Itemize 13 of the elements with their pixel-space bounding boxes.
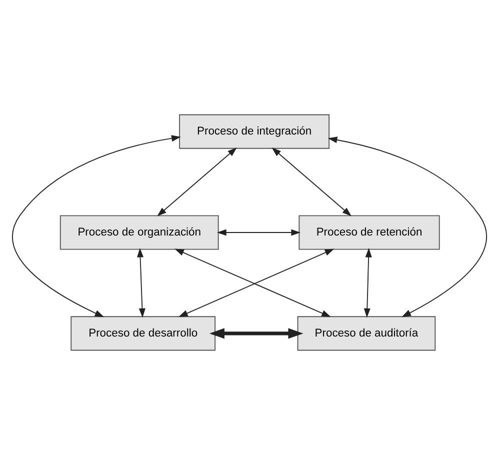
- arrow: [136, 248, 146, 318]
- node-box: Proceso de auditoría: [297, 316, 436, 351]
- arrow: [272, 148, 352, 216]
- arrow: [209, 328, 304, 339]
- node-box: Proceso de organización: [60, 215, 219, 250]
- arrow: [364, 248, 372, 318]
- arrow: [157, 148, 237, 216]
- node-box: Proceso de desarrollo: [70, 316, 216, 351]
- node-box: Proceso de retención: [298, 215, 440, 250]
- arrow: [216, 229, 301, 236]
- node-box: Proceso de integración: [179, 114, 330, 149]
- arrow: [328, 136, 487, 318]
- arrow: [12, 135, 181, 318]
